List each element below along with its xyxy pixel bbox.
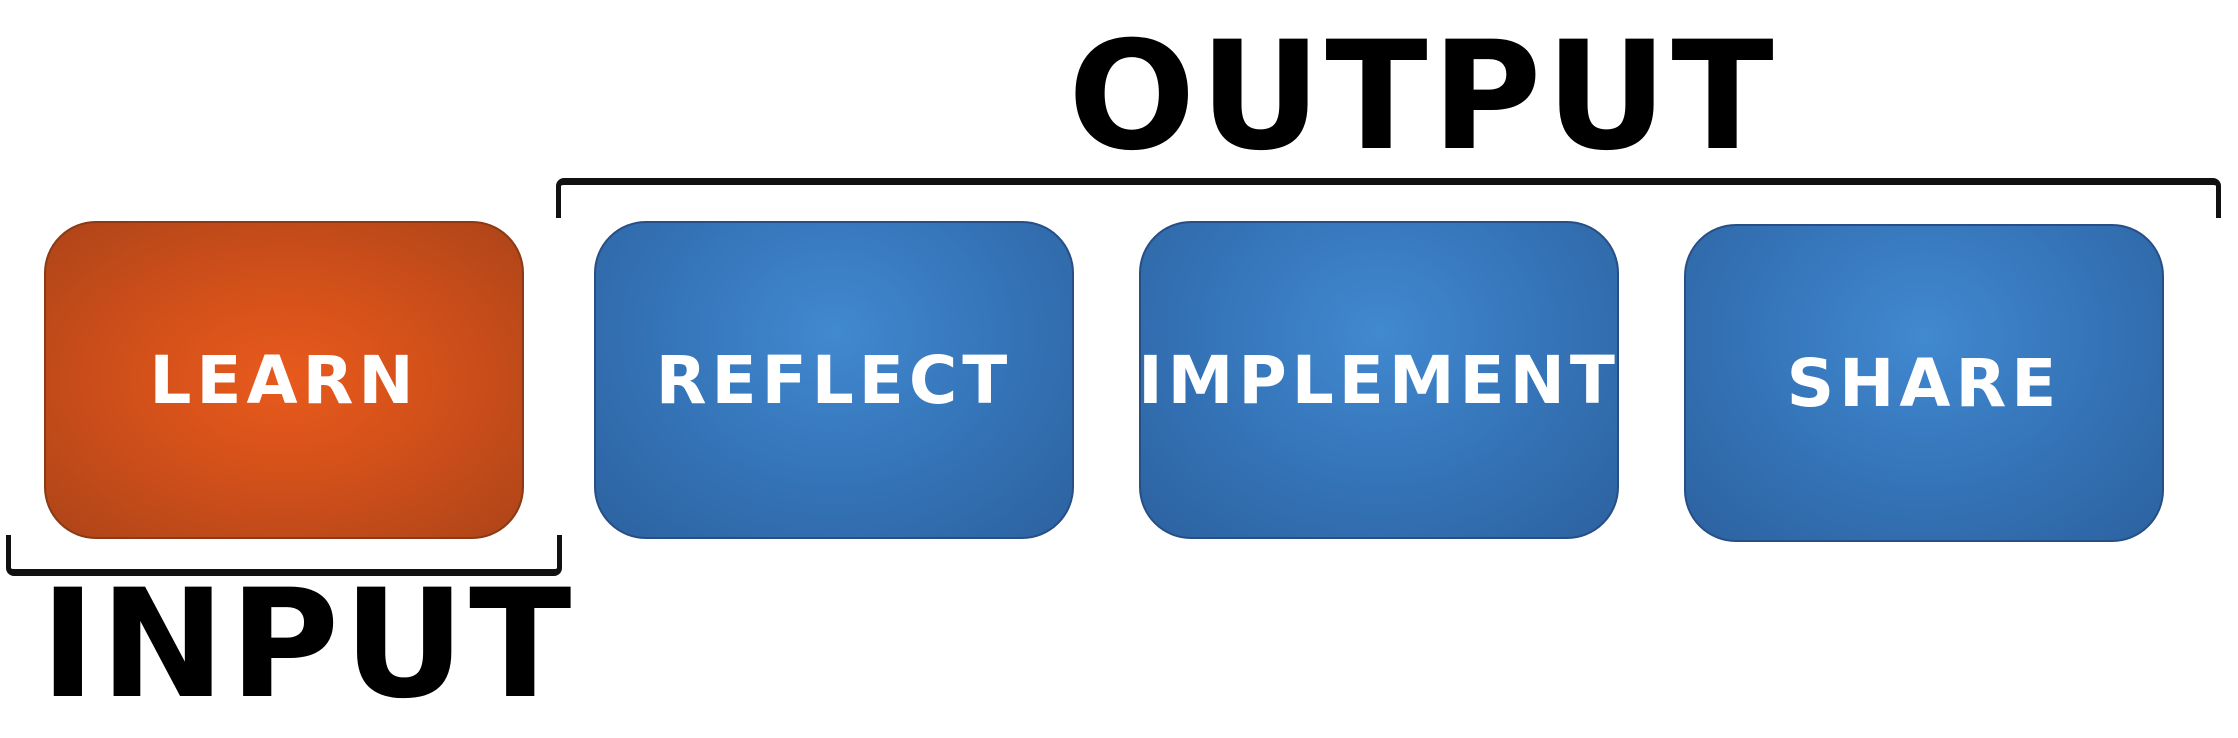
input-bracket	[6, 535, 562, 576]
stage-share-box: SHARE	[1684, 224, 2164, 542]
stage-learn-label: LEARN	[149, 341, 419, 419]
stage-reflect-label: REFLECT	[655, 341, 1013, 419]
input-heading: INPUT	[40, 558, 576, 732]
stage-implement-box: IMPLEMENT	[1138, 221, 1620, 539]
stage-reflect-box: REFLECT	[594, 221, 1074, 539]
stage-share-label: SHARE	[1786, 344, 2062, 422]
stage-implement-label: IMPLEMENT	[1138, 341, 1620, 419]
stage-learn-box: LEARN	[44, 221, 524, 539]
output-bracket	[556, 178, 2221, 218]
output-heading: OUTPUT	[1068, 10, 1778, 184]
